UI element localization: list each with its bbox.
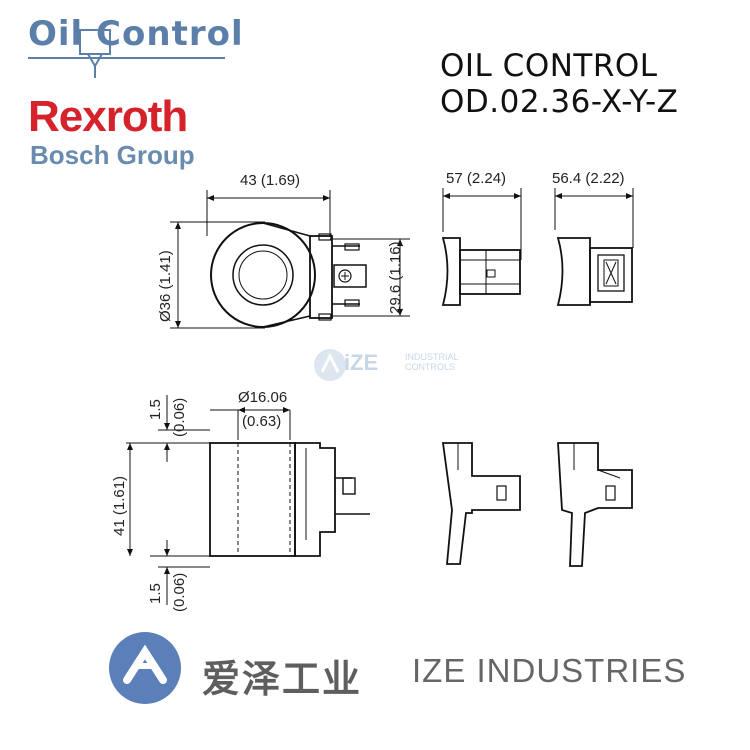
- dim-height-left: 41 (1.61): [111, 476, 128, 536]
- title-model: OD.02.36-X-Y-Z: [440, 84, 679, 120]
- ize-logo-icon: [109, 632, 181, 704]
- oil-control-valve-icon: [28, 29, 225, 78]
- oil-control-logo: Oil Control: [28, 14, 244, 54]
- dim-width-top: 43 (1.69): [240, 172, 300, 189]
- ize-english-name: IZE INDUSTRIES: [412, 652, 687, 689]
- bottom-profile-1: [441, 442, 521, 565]
- title-brand: OIL CONTROL: [440, 48, 658, 84]
- dim-top-offset: 1.5: [147, 399, 164, 420]
- watermark-sub-2: CONTROLS: [405, 362, 456, 372]
- side-view-1: 57 (2.24): [441, 170, 522, 306]
- dim-bore-dia-in: (0.63): [242, 413, 281, 430]
- watermark-logo-icon: [314, 349, 346, 381]
- dim-side-width-1: 57 (2.24): [446, 170, 506, 187]
- side-elevation: Ø16.06 (0.63) 1.5 (0.06) 41 (1.61) 1.5 (…: [111, 389, 370, 612]
- dim-bottom-offset: 1.5: [147, 583, 164, 604]
- rexroth-logo: Rexroth: [28, 92, 188, 141]
- dim-bottom-offset-in: (0.06): [171, 573, 188, 612]
- dim-top-offset-in: (0.06): [171, 398, 188, 437]
- front-view: 43 (1.69) Ø36 (1.41) 29.6 (1.16): [157, 172, 410, 329]
- bottom-profile-2: [557, 442, 633, 567]
- watermark-subtext: INDUSTRIAL CONTROLS: [405, 352, 459, 372]
- dim-height-right: 29.6 (1.16): [387, 241, 404, 314]
- watermark-sub-1: INDUSTRIAL: [405, 352, 459, 362]
- watermark-text: iZE: [344, 350, 379, 375]
- dim-side-width-2: 56.4 (2.22): [552, 170, 625, 187]
- dim-bore-dia: Ø16.06: [238, 389, 287, 406]
- bosch-group-logo: Bosch Group: [30, 140, 195, 170]
- dim-diameter: Ø36 (1.41): [157, 250, 174, 322]
- ize-chinese-name: 爱泽工业: [202, 657, 363, 701]
- side-view-2: 56.4 (2.22): [552, 170, 634, 306]
